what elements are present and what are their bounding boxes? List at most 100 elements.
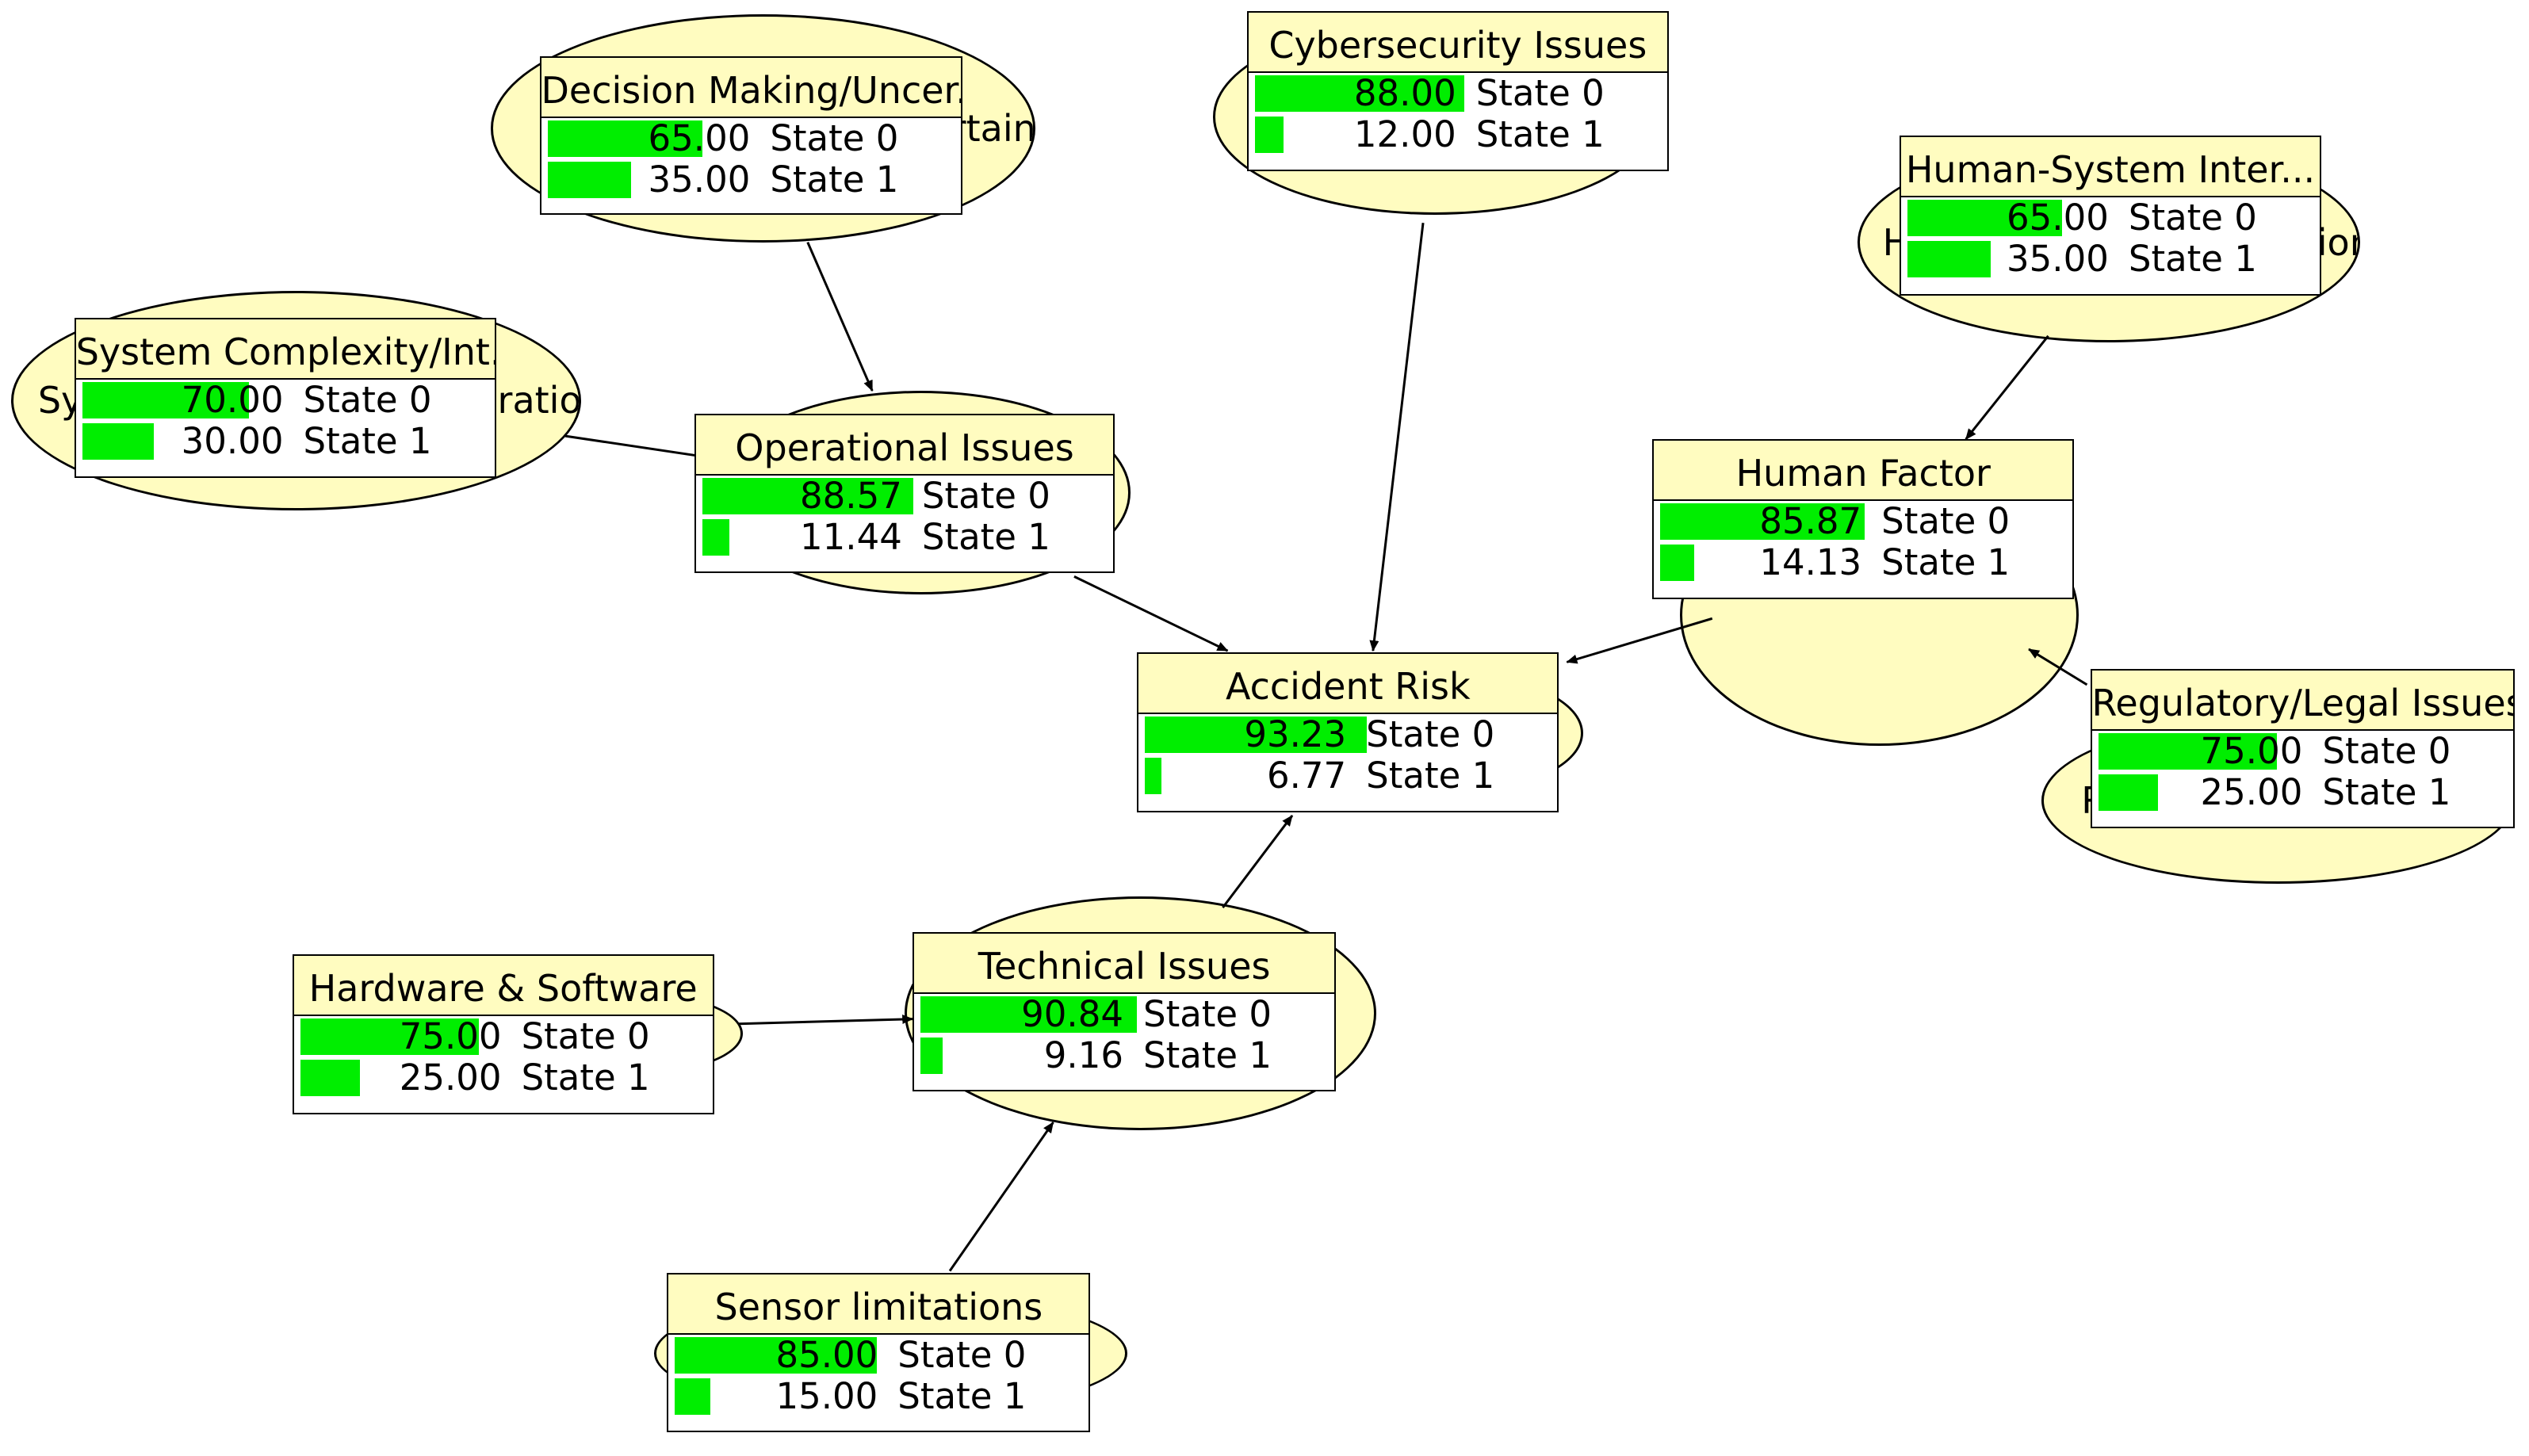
state-label: State 1	[1475, 113, 1605, 156]
edge-decision-to-operational	[806, 242, 874, 392]
probability-value: 75.00	[2200, 729, 2303, 772]
probability-bar	[1660, 545, 1694, 582]
state-label: State 1	[2322, 770, 2451, 813]
state-row-0: 65.00 State 0	[541, 118, 962, 159]
probability-bar	[547, 120, 702, 158]
state-label: State 1	[1366, 755, 1495, 797]
edge-cyber-to-accident	[1369, 223, 1425, 652]
probability-value: 14.13	[1759, 541, 1862, 584]
state-row-0: 88.00 State 0	[1249, 73, 1667, 114]
edge-sensor-to-technical	[948, 1122, 1054, 1272]
node-title: Human Factor	[1654, 439, 2073, 502]
state-row-1: 25.00 State 1	[294, 1057, 713, 1099]
state-label: State 1	[521, 1057, 650, 1099]
edge-hsi-to-human	[1965, 334, 2049, 441]
state-row-1: 35.00 State 1	[1901, 239, 2320, 280]
state-label: State 0	[2128, 197, 2257, 239]
probability-value: 70.00	[181, 379, 284, 422]
state-row-1: 25.00 State 1	[2092, 770, 2514, 813]
node-title: Technical Issues	[914, 931, 1334, 994]
state-label: State 1	[1881, 541, 2011, 584]
probability-bar	[2098, 774, 2158, 811]
probability-value: 93.23	[1244, 713, 1347, 756]
probability-bar	[300, 1018, 479, 1056]
state-label: State 0	[1366, 713, 1495, 756]
node-title: System Complexity/Int...	[75, 318, 495, 380]
node-title: Cybersecurity Issues	[1248, 11, 1667, 74]
probability-bar	[920, 1037, 943, 1074]
state-label: State 1	[2128, 238, 2257, 281]
state-label: State 1	[770, 159, 899, 201]
probability-value: 90.84	[1021, 992, 1123, 1035]
edge-hardware-to-technical	[738, 1015, 914, 1026]
probability-value: 85.00	[775, 1333, 878, 1376]
probability-value: 88.00	[1353, 72, 1456, 115]
state-row-0: 65.00 State 0	[1901, 197, 2320, 239]
probability-bar	[1907, 241, 1991, 278]
probability-bar	[547, 162, 631, 199]
probability-value: 88.57	[800, 474, 902, 517]
probability-value: 30.00	[181, 420, 284, 463]
state-row-0: 93.23 State 0	[1138, 714, 1557, 755]
probability-bar	[1907, 200, 2063, 237]
edge-technical-to-accident	[1222, 815, 1294, 908]
probability-value: 85.87	[1759, 500, 1862, 543]
probability-value: 35.00	[2007, 238, 2109, 281]
probability-bar	[702, 518, 730, 556]
state-label: State 1	[1143, 1034, 1272, 1076]
state-row-0: 88.57 State 0	[696, 474, 1113, 517]
edge-human-to-accident	[1566, 617, 1713, 664]
node-title: Regulatory/Legal Issues	[2091, 668, 2514, 731]
probability-value: 9.16	[1043, 1034, 1123, 1076]
node-hsi[interactable]: Human-System Inter...65.00 State 0 35.00 St…	[1900, 136, 2321, 296]
probability-value: 25.00	[2200, 770, 2303, 813]
state-row-1: 35.00 State 1	[541, 159, 962, 201]
probability-value: 65.00	[2007, 197, 2109, 239]
probability-bar	[675, 1336, 878, 1374]
state-row-1: 6.77 State 1	[1138, 755, 1557, 797]
probability-value: 35.00	[648, 159, 751, 201]
probability-value: 11.44	[800, 515, 902, 558]
probability-value: 65.00	[648, 117, 751, 160]
edge-complexity-to-operational	[564, 434, 718, 462]
probability-value: 15.00	[775, 1374, 878, 1417]
probability-value: 25.00	[399, 1057, 502, 1099]
state-label: State 1	[921, 515, 1050, 558]
node-title: Decision Making/Uncer...	[541, 56, 962, 119]
node-title: Sensor limitations	[668, 1272, 1089, 1335]
node-title: Human-System Inter...	[1901, 136, 2320, 198]
state-row-1: 9.16 State 1	[914, 1034, 1334, 1076]
state-label: State 0	[1475, 72, 1605, 115]
state-row-0: 75.00 State 0	[2092, 729, 2514, 772]
probability-bar	[300, 1060, 360, 1097]
probability-bar	[82, 423, 154, 460]
state-label: State 0	[921, 474, 1050, 517]
state-label: State 0	[897, 1333, 1027, 1376]
probability-bar	[675, 1378, 711, 1415]
state-label: State 0	[770, 117, 899, 160]
edge-regulatory-to-human	[2028, 648, 2088, 686]
probability-value: 6.77	[1266, 755, 1347, 797]
state-label: State 0	[2322, 729, 2451, 772]
node-title: Accident Risk	[1138, 652, 1558, 715]
probability-bar	[1145, 758, 1161, 795]
probability-bar	[702, 477, 913, 514]
probability-bar	[1660, 503, 1865, 541]
